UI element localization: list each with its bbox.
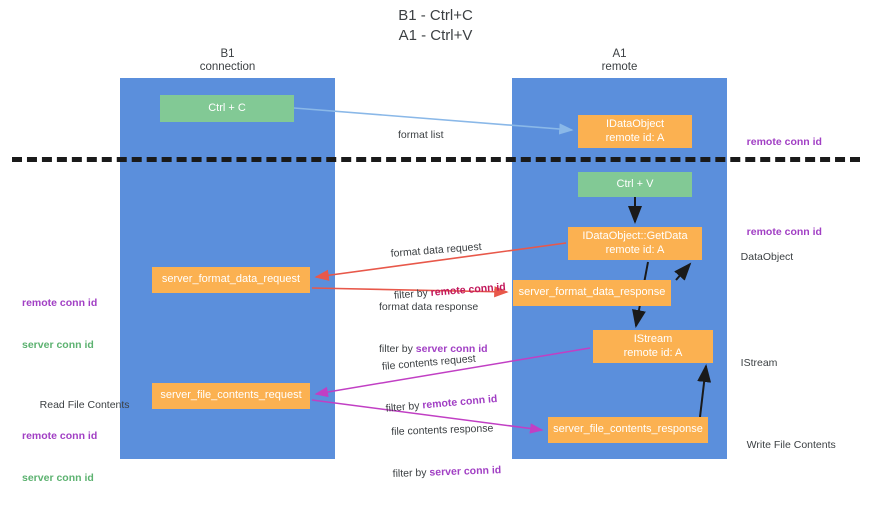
annotation-dataobject: DataObject (729, 236, 794, 278)
box-ctrl-v-label: Ctrl + V (616, 177, 654, 190)
annotation-left-server-conn-id-2: server conn id (22, 472, 94, 484)
annotation-read-file-contents: Read File Contents (28, 384, 130, 426)
box-ctrl-v[interactable]: Ctrl + V (578, 172, 692, 197)
box-istream[interactable]: IStream remote id: A (593, 330, 713, 363)
box-server-format-data-response[interactable]: server_format_data_response (513, 280, 671, 306)
box-istream-title: IStream (633, 333, 673, 345)
filter-id-server-conn: server conn id (415, 343, 488, 355)
caption-format-data-request-line1: format data request (390, 240, 482, 260)
annotation-istream-label: IStream (740, 357, 778, 369)
box-getdata-title: IDataObject::GetData (582, 230, 688, 242)
caption-format-list: format list (398, 100, 444, 170)
diagram-title: B1 - Ctrl+C A1 - Ctrl+V (398, 7, 473, 44)
annotation-remote-conn-id-mid: remote conn id (735, 211, 822, 253)
box-server-format-data-request[interactable]: server_format_data_request (152, 267, 310, 293)
caption-file-contents-response-line2: filter by server conn id (392, 463, 501, 481)
annotation-write-file-contents: Write File Contents (735, 424, 836, 466)
box-idataobject-getdata[interactable]: IDataObject::GetData remote id: A (568, 227, 702, 260)
annotation-read-file-contents-label: Read File Contents (39, 399, 130, 411)
annotation-remote-conn-id-mid-label: remote conn id (746, 226, 822, 238)
caption-format-data-response-line2: filter by server conn id (379, 342, 488, 356)
annotation-write-file-contents-label: Write File Contents (746, 439, 836, 451)
column-header-b1: B1 connection (199, 48, 256, 73)
box-server-file-contents-request-label: server_file_contents_request (160, 389, 302, 402)
annotation-left-remote-conn-id: remote conn id (22, 297, 98, 309)
annotation-remote-conn-id-top-label: remote conn id (746, 136, 822, 148)
filter-prefix: filter by (392, 466, 430, 480)
box-idataobject[interactable]: IDataObject remote id: A (578, 115, 692, 148)
diagram-canvas: B1 - Ctrl+C A1 - Ctrl+V B1 connection A1… (12, 7, 860, 484)
box-ctrl-c[interactable]: Ctrl + C (160, 95, 294, 122)
annotation-left-remote-conn-id-2: remote conn id (22, 430, 98, 442)
box-server-format-data-response-label: server_format_data_response (518, 286, 666, 299)
box-istream-subtitle: remote id: A (623, 346, 683, 359)
column-header-a1: A1 remote (601, 48, 638, 73)
annotation-left-server-conn-id: server conn id (22, 339, 94, 351)
caption-format-data-response-line1: format data response (379, 301, 479, 313)
annotation-dataobject-label: DataObject (740, 251, 794, 263)
box-getdata-subtitle: remote id: A (605, 243, 665, 256)
box-idataobject-title: IDataObject (605, 118, 665, 130)
box-server-file-contents-response-label: server_file_contents_response (553, 423, 703, 436)
filter-prefix: filter by (379, 343, 416, 355)
box-server-file-contents-request[interactable]: server_file_contents_request (152, 383, 310, 409)
caption-file-contents-response: file contents response filter by server … (390, 393, 502, 509)
box-idataobject-subtitle: remote id: A (605, 131, 665, 144)
annotation-left-conn-ids-bottom: remote conn id server conn id (22, 401, 97, 513)
caption-format-list-line1: format list (398, 129, 444, 141)
phase-divider (12, 157, 860, 162)
annotation-left-conn-ids-top: remote conn id server conn id (22, 268, 97, 380)
box-ctrl-c-label: Ctrl + C (208, 101, 246, 114)
caption-format-data-response: format data response filter by server co… (379, 272, 488, 384)
box-server-file-contents-response[interactable]: server_file_contents_response (548, 417, 708, 443)
caption-file-contents-response-line1: file contents response (391, 422, 494, 438)
annotation-remote-conn-id-top: remote conn id (735, 121, 822, 163)
annotation-istream: IStream (729, 342, 778, 384)
caption-file-contents-request-line1: file contents request (381, 352, 477, 373)
box-server-format-data-request-label: server_format_data_request (161, 273, 301, 286)
filter-id-server-conn: server conn id (429, 464, 502, 479)
